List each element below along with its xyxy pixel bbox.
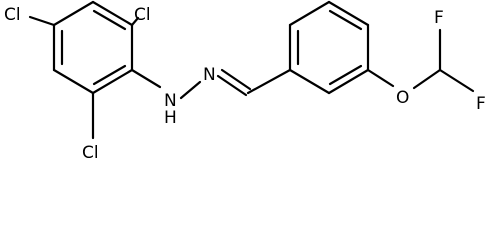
trichlorophenyl-ring — [28, 0, 162, 140]
bond — [91, 0, 134, 27]
bond — [288, 0, 331, 27]
atom-f-top: F — [434, 8, 444, 28]
bond — [130, 68, 162, 89]
bond — [130, 16, 140, 27]
atom-cl-top-right: Cl — [134, 5, 151, 25]
bond — [52, 0, 95, 27]
bond — [52, 68, 95, 95]
double-bond — [328, 9, 363, 31]
double-bond — [92, 9, 127, 31]
double-bond — [92, 64, 127, 86]
bond — [327, 68, 370, 95]
double-bond — [328, 64, 363, 86]
phenyl-ring — [288, 0, 370, 95]
atom-nh-h: H — [164, 108, 177, 128]
bond — [216, 74, 248, 97]
bond — [327, 0, 370, 27]
molecule-structure: Cl Cl Cl N H N O F F — [4, 0, 486, 163]
bond — [366, 68, 395, 88]
atom-f-right: F — [476, 94, 486, 114]
atom-o: O — [396, 88, 409, 108]
bond — [179, 80, 202, 100]
bond — [438, 68, 475, 93]
atom-cl-bottom: Cl — [82, 143, 99, 163]
atom-n: N — [203, 65, 216, 85]
bond — [91, 68, 134, 95]
bond — [246, 68, 292, 95]
atom-cl-top-left: Cl — [4, 5, 21, 25]
bond — [28, 15, 56, 27]
bond — [412, 68, 442, 90]
atom-nh-n: N — [164, 91, 177, 111]
bond — [288, 68, 331, 95]
double-bond — [220, 68, 252, 91]
